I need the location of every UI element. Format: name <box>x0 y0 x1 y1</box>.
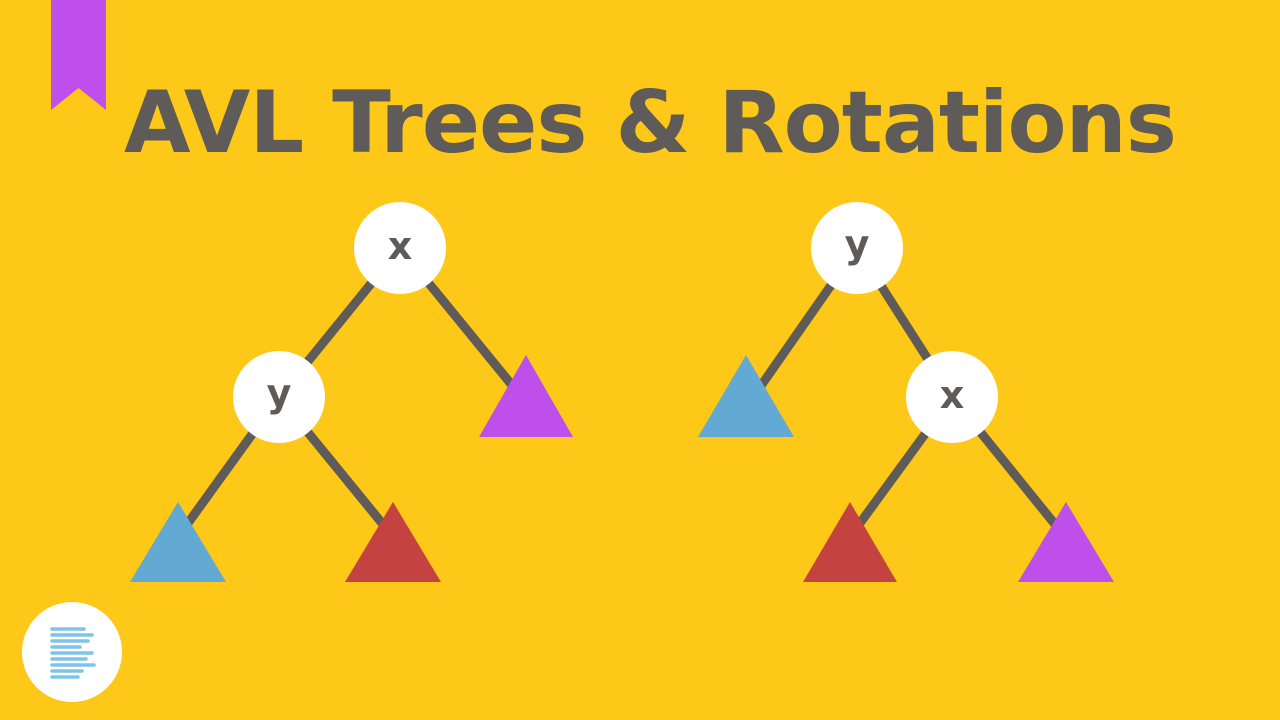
node-x-label: x <box>940 373 965 417</box>
node-x <box>354 202 446 294</box>
right-tree-purple <box>1018 502 1114 582</box>
node-y-label: y <box>845 222 870 266</box>
logo-icon <box>22 602 122 702</box>
node-y-label: y <box>267 371 292 415</box>
left-tree-red <box>345 502 441 582</box>
right-tree-blue <box>698 355 794 437</box>
right-tree-red <box>803 502 897 582</box>
node-x-label: x <box>388 224 413 268</box>
left-tree-purple <box>479 355 573 437</box>
node-y <box>233 351 325 443</box>
page-title: AVL Trees & Rotations <box>124 73 1177 173</box>
right-tree: y x <box>698 202 1114 582</box>
bookmark-icon <box>51 0 106 110</box>
node-x <box>906 351 998 443</box>
node-y <box>811 202 903 294</box>
left-tree-blue <box>130 502 226 582</box>
left-tree: x y <box>130 202 573 582</box>
